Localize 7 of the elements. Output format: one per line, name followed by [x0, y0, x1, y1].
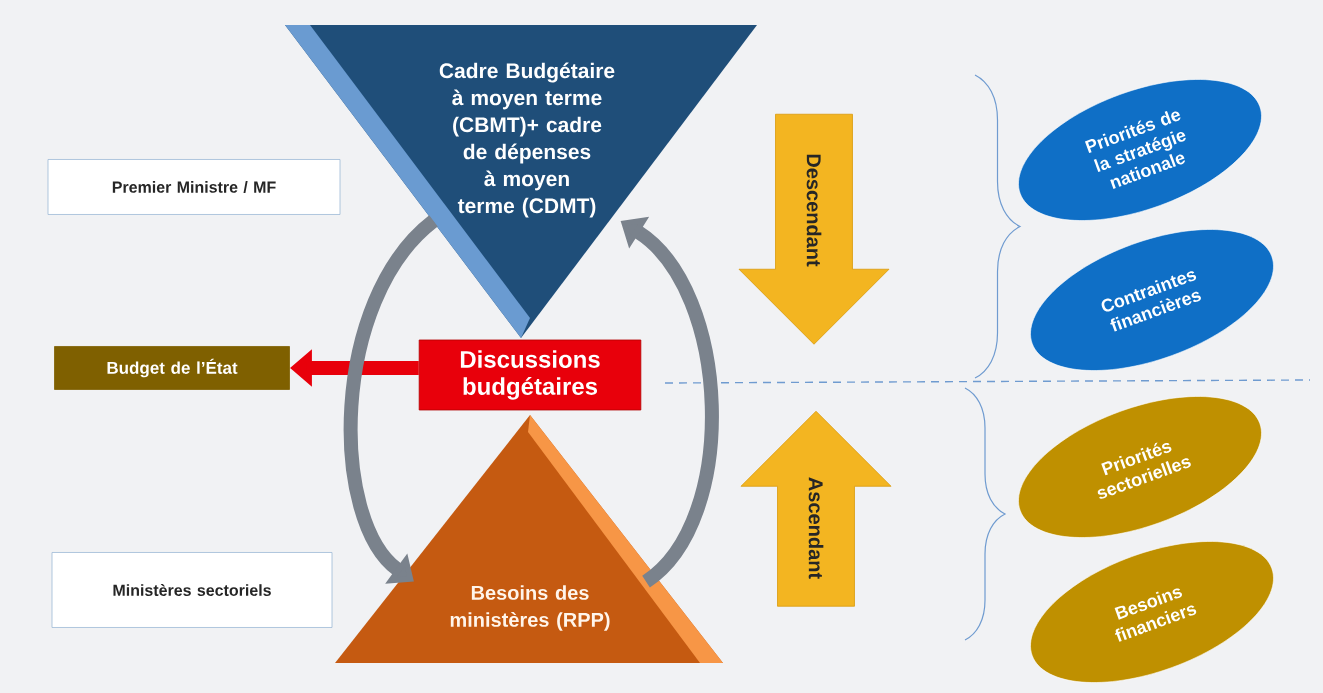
budget-box: Budget de l’État — [54, 346, 290, 390]
discussion-box: Discussions budgétaires — [418, 339, 642, 411]
pyramid-triangle: Besoins des ministères (RPP) — [335, 415, 723, 663]
label-box: Premier Ministre / MF — [47, 159, 341, 215]
funnel-triangle: Cadre Budgétaire à moyen terme (CBMT)+ cadre de dépenses à moyen terme (CDMT) — [285, 25, 757, 338]
label-box: Ministères sectoriels — [51, 552, 333, 628]
curved-arrow — [343, 215, 439, 584]
